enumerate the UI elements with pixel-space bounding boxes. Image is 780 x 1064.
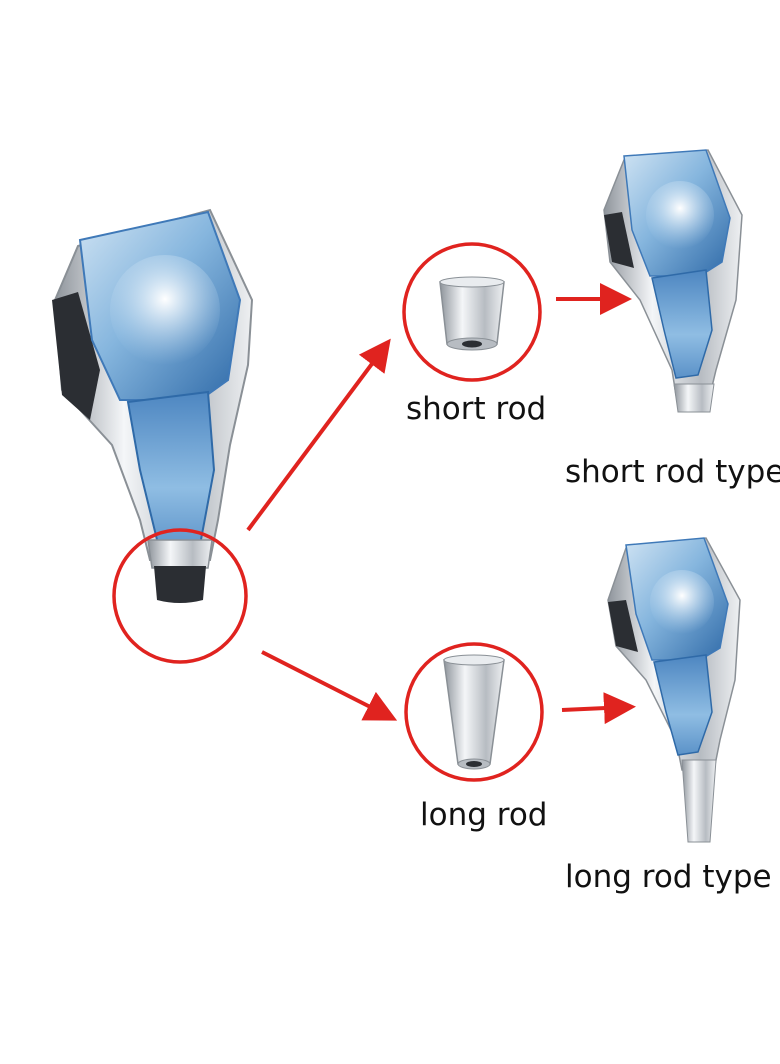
- short-rod-adapter-icon: [439, 276, 505, 351]
- arrow-to-long-rod-type: [561, 692, 636, 725]
- long-rod-label: long rod: [420, 797, 548, 833]
- arrow-to-long-rod: [261, 650, 398, 721]
- short-rod-type-label: short rod type: [565, 454, 780, 490]
- main-knob: [52, 208, 254, 603]
- arrow-to-short-rod: [246, 338, 391, 532]
- long-rod-type-knob: [607, 537, 741, 843]
- short-rod-circle: [402, 242, 542, 382]
- highlight-circle: [112, 528, 248, 664]
- short-rod-label: short rod: [406, 391, 547, 427]
- long-rod-type-label: long rod type: [565, 859, 772, 895]
- long-rod-circle: [404, 642, 544, 782]
- short-rod-type-knob: [603, 149, 743, 413]
- long-rod-adapter-icon: [443, 654, 505, 770]
